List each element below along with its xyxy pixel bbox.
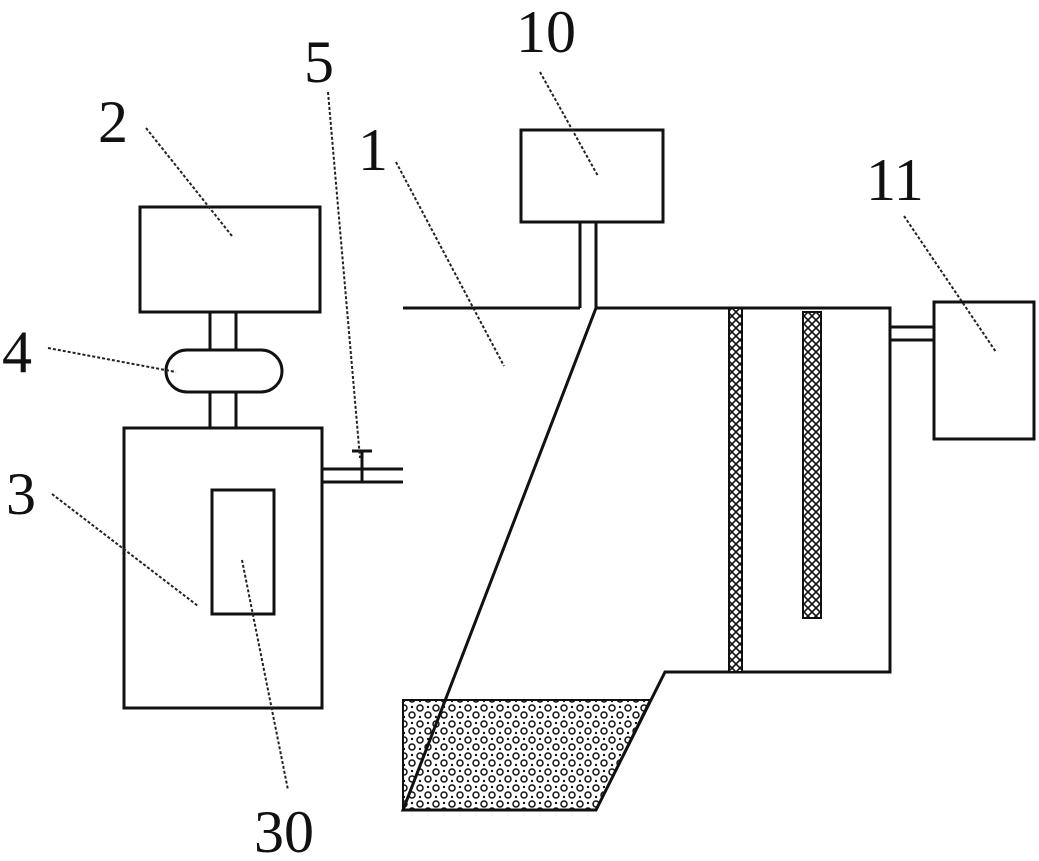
leader-3 [51, 493, 199, 607]
label-1: 1 [358, 117, 388, 183]
main-chamber [400, 306, 892, 812]
label-30: 30 [254, 799, 314, 861]
leader-30 [241, 559, 289, 791]
leader-11 [903, 215, 997, 353]
leader-2 [145, 127, 233, 237]
coupler [164, 348, 284, 394]
label-3: 3 [6, 461, 36, 527]
leader-1 [395, 161, 505, 367]
label-11: 11 [866, 147, 924, 213]
coil-element [802, 311, 822, 619]
label-2: 2 [98, 89, 128, 155]
label-4: 4 [2, 319, 32, 385]
top-box [519, 128, 665, 224]
label-10: 10 [516, 0, 576, 65]
inner-element [210, 488, 276, 616]
leader-4 [47, 347, 177, 373]
leader-5 [327, 91, 361, 459]
mesh-partition [728, 307, 743, 673]
label-5: 5 [304, 29, 334, 95]
top-left-box [138, 205, 322, 314]
right-box [932, 300, 1036, 441]
